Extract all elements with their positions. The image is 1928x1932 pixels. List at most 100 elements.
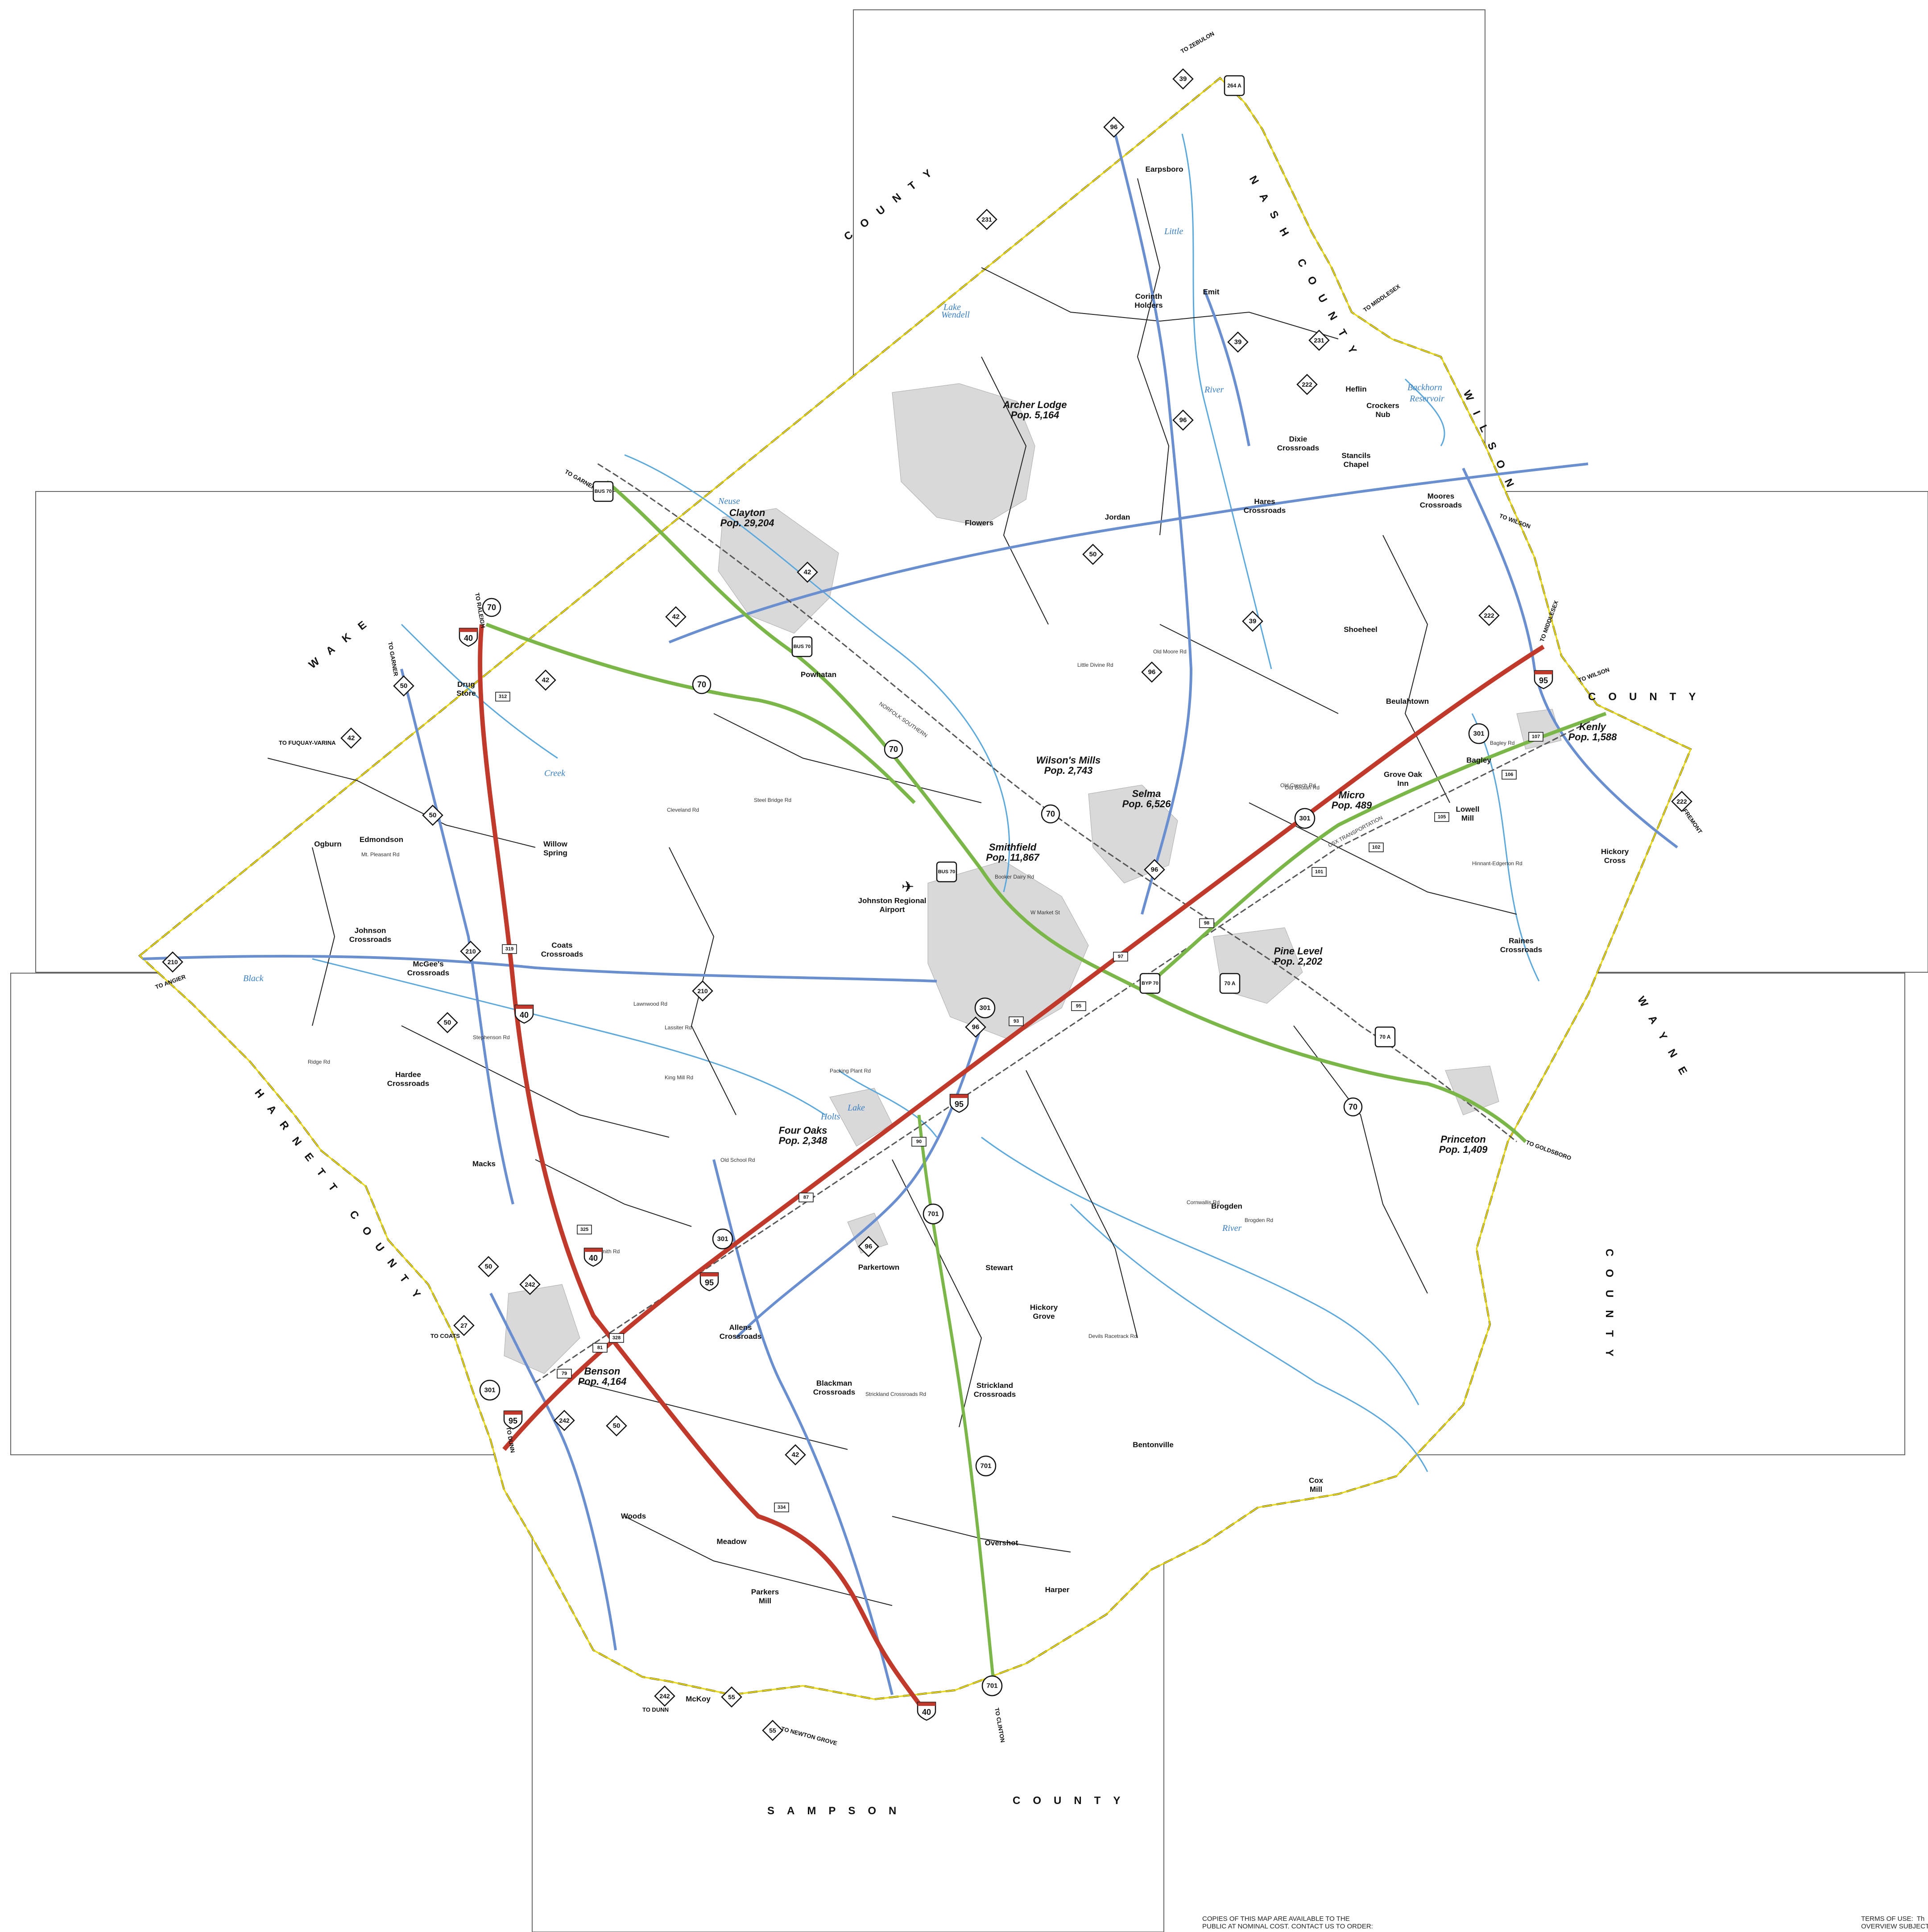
alt-shield-label: 70 A bbox=[1380, 1034, 1391, 1040]
exit-number: 79 bbox=[562, 1371, 567, 1376]
place-label: Heflin bbox=[1345, 385, 1366, 393]
place-label: Hares bbox=[1254, 497, 1275, 506]
nc-shield-label: 55 bbox=[769, 1727, 776, 1734]
road-label: Stephenson Rd bbox=[473, 1034, 510, 1040]
road-label: Bagley Rd bbox=[1490, 740, 1514, 746]
nc-shield-label: 242 bbox=[525, 1281, 535, 1288]
road-label: W Market St bbox=[1030, 909, 1060, 916]
interstate-shields: 40 40 40 40 95 95 95 95 bbox=[459, 627, 1553, 1721]
place-label: Crockers bbox=[1366, 401, 1399, 410]
nc-shield-label: 96 bbox=[1179, 417, 1187, 424]
place-label: Crossroads bbox=[974, 1390, 1016, 1399]
nc-shield-label: 210 bbox=[465, 948, 476, 955]
west-county-label: COUNTY bbox=[842, 160, 944, 243]
city-princeton-pop: Pop. 1,409 bbox=[1439, 1144, 1488, 1155]
place-label: Grove Oak bbox=[1384, 770, 1423, 779]
place-label: McKoy bbox=[686, 1695, 711, 1703]
exit-number: 106 bbox=[1505, 772, 1513, 777]
ordering-notice: COPIES OF THIS MAP ARE AVAILABLE TO THE … bbox=[1202, 1915, 1373, 1930]
railroads bbox=[535, 463, 1606, 1383]
airport-label: Johnston Regional bbox=[858, 896, 927, 905]
place-label: Brogden bbox=[1211, 1202, 1242, 1210]
water-label: Black bbox=[243, 974, 264, 983]
destination-label: TO ZEBULON bbox=[1179, 30, 1215, 54]
place-label: Crossroads bbox=[1500, 945, 1542, 954]
us-shield-label: 70 bbox=[1349, 1102, 1357, 1111]
nc-shield-label: 50 bbox=[444, 1019, 451, 1027]
place-label: Parkers bbox=[751, 1588, 779, 1596]
exit-number: 101 bbox=[1315, 869, 1323, 875]
exit-numbers: 312 319 325 328 81 79 87 90 93 95 97 98 … bbox=[495, 692, 1543, 1512]
city-micro-pop: Pop. 489 bbox=[1332, 800, 1372, 811]
place-label: Mill bbox=[1310, 1485, 1322, 1494]
place-label: Crossroads bbox=[1420, 501, 1462, 509]
road-label: Booker Dairy Rd bbox=[995, 874, 1034, 880]
airport-label-2: Airport bbox=[880, 905, 905, 914]
interstate-shield-label: 40 bbox=[589, 1254, 598, 1263]
road-label: Old Beulah Rd bbox=[1285, 784, 1320, 791]
destination-label: TO GARNER bbox=[387, 641, 399, 677]
nc-shield-label: 50 bbox=[429, 812, 437, 819]
wayne-county-label: COUNTY bbox=[1603, 1249, 1615, 1369]
terms-of-use-notice: TERMS OF USE: Th OVERVIEW SUBJECT... bbox=[1861, 1915, 1928, 1930]
exit-number: 87 bbox=[803, 1195, 809, 1200]
exit-number: 98 bbox=[1204, 921, 1209, 926]
nc-shield-label: 96 bbox=[1110, 124, 1118, 131]
nc-shield-label: 42 bbox=[804, 569, 811, 576]
city-four-oaks-pop: Pop. 2,348 bbox=[779, 1135, 828, 1146]
nc-shield-label: 55 bbox=[728, 1693, 735, 1701]
bus-shield-label: BUS 70 bbox=[938, 869, 956, 875]
place-label: Cross bbox=[1604, 856, 1626, 865]
place-label: Inn bbox=[1397, 779, 1409, 788]
place-label: Earpsboro bbox=[1145, 165, 1183, 173]
exit-number: 90 bbox=[916, 1139, 922, 1144]
us-shield-label: 70 bbox=[889, 745, 898, 754]
place-label: McGee's bbox=[413, 960, 443, 968]
us-shield-label: 70 bbox=[1046, 809, 1055, 818]
alt-shield-label: 264 A bbox=[1227, 83, 1241, 89]
exit-number: 93 bbox=[1014, 1019, 1019, 1024]
special-route-shields: BUS 70 BUS 70 BUS 70 BYP 70 70 A 70 A 26… bbox=[592, 75, 1396, 1048]
interstate-shield-label: 40 bbox=[464, 634, 473, 643]
water-label: Lake bbox=[943, 302, 961, 312]
exit-number: 105 bbox=[1438, 814, 1446, 820]
nc-shield-label: 222 bbox=[1676, 798, 1687, 805]
place-label: Jordan bbox=[1105, 513, 1130, 521]
exit-number: 81 bbox=[597, 1345, 603, 1350]
road-label: Cleveland Rd bbox=[667, 807, 699, 813]
city-micro: Micro bbox=[1339, 789, 1365, 801]
us-70-west bbox=[485, 623, 916, 804]
place-label: Grove bbox=[1033, 1312, 1055, 1321]
destination-label: TO WILSON bbox=[1577, 666, 1610, 684]
exit-number: 312 bbox=[499, 694, 507, 699]
place-label: Stancils bbox=[1341, 451, 1370, 460]
water-label: Creek bbox=[544, 768, 566, 778]
interstate-95 bbox=[502, 644, 1545, 1451]
exit-number: 325 bbox=[580, 1227, 588, 1232]
city-labels: Archer Lodge Pop. 5,164 Clayton Pop. 29,… bbox=[578, 399, 1618, 1387]
water-label: Lake bbox=[847, 1103, 865, 1113]
us-route-shields: 70 70 70 70 70 301 301 301 301 301 701 7… bbox=[479, 598, 1489, 1697]
destination-label: TO GARNER bbox=[564, 468, 597, 491]
city-kenly-pop: Pop. 1,588 bbox=[1568, 731, 1618, 743]
road-label: Devils Racetrack Rd bbox=[1088, 1333, 1137, 1339]
place-label: Woods bbox=[621, 1512, 646, 1520]
place-label: Corinth bbox=[1135, 292, 1162, 301]
exit-number: 107 bbox=[1532, 734, 1540, 739]
interstate-shield-label: 95 bbox=[509, 1416, 517, 1425]
interstate-shield-label: 40 bbox=[520, 1011, 529, 1020]
us-shield-label: 301 bbox=[979, 1004, 990, 1012]
nc-shield-label: 231 bbox=[981, 216, 992, 223]
destination-label: TO GOLDSBORO bbox=[1525, 1139, 1572, 1162]
destination-label: TO COATS bbox=[430, 1333, 460, 1339]
place-label: Parkertown bbox=[858, 1263, 900, 1271]
city-archer-lodge-pop: Pop. 5,164 bbox=[1011, 409, 1059, 421]
road-label: Old Moore Rd bbox=[1153, 648, 1187, 655]
road-label: Lassiter Rd bbox=[665, 1024, 692, 1031]
us-shield-label: 70 bbox=[697, 680, 706, 689]
bus-shield-label: BUS 70 bbox=[794, 644, 811, 649]
water-label: Neuse bbox=[718, 496, 740, 506]
place-label: Store bbox=[456, 689, 476, 698]
place-label: Ogburn bbox=[314, 840, 341, 848]
nc-shield-label: 50 bbox=[485, 1263, 492, 1271]
